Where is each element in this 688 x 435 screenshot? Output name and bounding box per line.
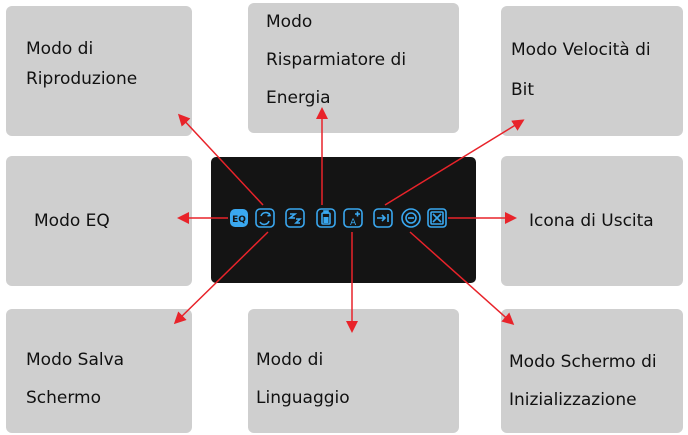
box-init-screen-mode: Modo Schermo di Inizializzazione xyxy=(501,309,683,433)
label-eq-mode: Modo EQ xyxy=(34,211,110,231)
box-power-saver-mode: Modo Risparmiatore di Energia xyxy=(248,3,459,133)
box-playback-mode: Modo di Riproduzione xyxy=(6,6,192,136)
arrow-to-bitrate xyxy=(384,119,525,206)
box-screensaver-mode: Modo Salva Schermo xyxy=(6,309,192,433)
init-screen-icon xyxy=(401,208,421,228)
box-eq-mode: Modo EQ xyxy=(6,156,192,286)
language-icon: A xyxy=(343,208,363,228)
label-bitrate-mode: Modo Velocità di Bit xyxy=(511,40,651,100)
arrow-to-screensaver xyxy=(173,231,269,325)
eq-icon: EQ xyxy=(230,209,248,227)
label-exit-icon: Icona di Uscita xyxy=(529,211,654,231)
exit-icon xyxy=(427,208,447,228)
label-init-screen-mode: Modo Schermo di Inizializzazione xyxy=(509,352,657,410)
label-screensaver-mode: Modo Salva Schermo xyxy=(26,350,125,408)
box-bitrate-mode: Modo Velocità di Bit xyxy=(501,6,683,136)
arrows xyxy=(173,107,525,333)
battery-icon xyxy=(316,208,336,228)
playback-repeat-icon xyxy=(255,208,275,228)
arrow-to-init-screen xyxy=(409,231,515,325)
label-language-mode: Modo di Linguaggio xyxy=(256,350,350,408)
power-saver-icon xyxy=(285,208,305,228)
box-exit-icon: Icona di Uscita xyxy=(501,156,683,286)
label-playback-mode: Modo di Riproduzione xyxy=(26,39,138,89)
language-icon-letter: A xyxy=(350,218,357,228)
eq-icon-text: EQ xyxy=(232,215,246,225)
bitrate-icon xyxy=(373,208,393,228)
label-power-saver-mode: Modo Risparmiatore di Energia xyxy=(266,12,407,108)
arrow-to-playback xyxy=(177,113,264,206)
